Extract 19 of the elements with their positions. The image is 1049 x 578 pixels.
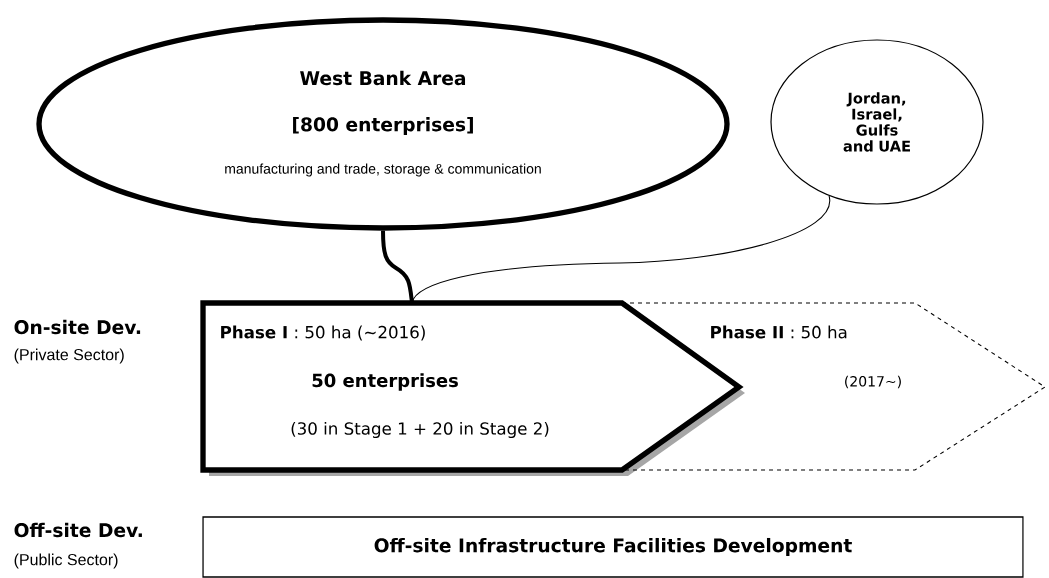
row-label: On-site Dev. — [14, 319, 141, 335]
node-text: 50 enterprises — [312, 373, 458, 391]
connector-line — [381, 230, 414, 304]
node-text: (2017~) — [845, 375, 901, 389]
sector-label: (Public Sector) — [14, 553, 118, 569]
ellipse-shape — [36, 17, 730, 231]
infrastructure-box — [202, 516, 1024, 578]
circle-shape — [770, 39, 984, 205]
node-text: (30 in Stage 1 + 20 in Stage 2) — [291, 421, 549, 439]
node-text: Jordan, Israel, Gulfs and UAE — [843, 92, 910, 152]
node-text: West Bank Area — [300, 70, 466, 86]
node-text: [800 enterprises] — [293, 116, 473, 136]
node-text: Phase II : 50 ha — [711, 325, 847, 339]
connector-line — [411, 195, 830, 304]
node-text: manufacturing and trade, storage & communication — [225, 163, 541, 177]
sector-label: (Private Sector) — [14, 348, 124, 364]
node-text: Off-site Infrastructure Facilities Development — [374, 537, 852, 557]
node-text: Phase I : 50 ha (~2016) — [221, 325, 425, 341]
row-label: Off-site Dev. — [14, 522, 142, 538]
